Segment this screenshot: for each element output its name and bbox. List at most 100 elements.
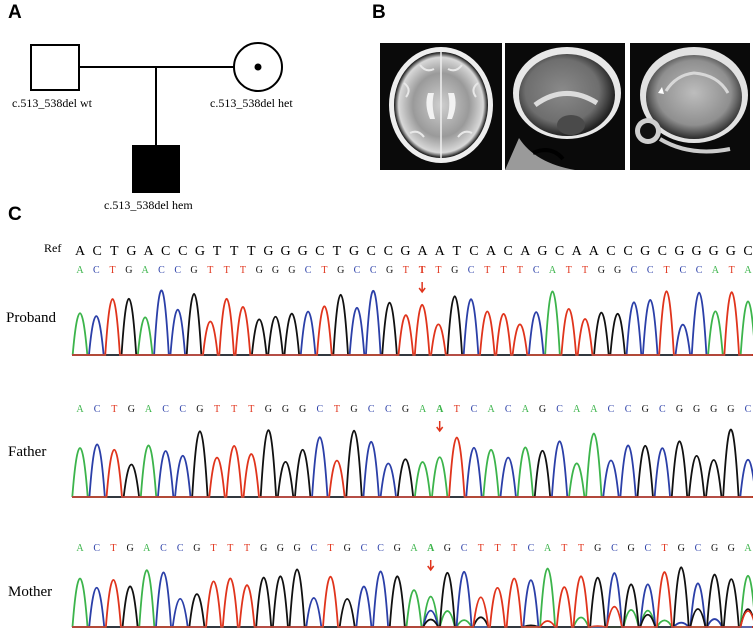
ref-sequence-base: C <box>606 244 615 259</box>
ref-sequence-base: C <box>178 244 187 259</box>
row-2-sequence-base: T <box>327 543 333 554</box>
row-2-sequence-base: T <box>478 543 484 554</box>
row-2-sequence-base: T <box>227 543 233 554</box>
panel-label-c: C <box>8 204 22 225</box>
row-1-sequence-base: G <box>710 404 717 415</box>
ref-sequence-base: G <box>537 244 547 259</box>
row-0-sequence-base: G <box>272 265 279 276</box>
panel-label-a: A <box>8 2 22 23</box>
row-2-sequence-base: G <box>444 543 451 554</box>
father-label: c.513_538del wt <box>12 96 92 110</box>
row-0-sequence-base: G <box>337 265 344 276</box>
row-2-sequence-base: G <box>293 543 300 554</box>
ref-sequence-base: A <box>418 244 429 259</box>
row-0-sequence-base: C <box>631 265 638 276</box>
row-2-sequence-base: C <box>695 543 702 554</box>
ref-sequence-base: G <box>280 244 290 259</box>
row-2-sequence-base: A <box>427 543 435 554</box>
row-0-sequence-base: G <box>451 265 458 276</box>
row-0-sequence-base: C <box>468 265 475 276</box>
ref-sequence-base: G <box>709 244 719 259</box>
ref-sequence-base: T <box>333 244 342 259</box>
row-1-sequence-base: G <box>128 404 135 415</box>
row-0-sequence-base: C <box>533 265 540 276</box>
row-1-sequence-base: C <box>471 404 478 415</box>
ref-sequence-base: G <box>726 244 736 259</box>
row-0-sequence-base: T <box>403 265 409 276</box>
row-1-sequence-base: C <box>505 404 512 415</box>
row-2-sequence-base: C <box>611 543 618 554</box>
row-0-sequence-base: A <box>142 265 150 276</box>
row-1-sequence-base: A <box>590 404 598 415</box>
ref-sequence-base: C <box>92 244 101 259</box>
row-0-sequence-base: T <box>419 265 426 276</box>
row-2-sequence-base: G <box>126 543 133 554</box>
ref-sequence-base: A <box>589 244 600 259</box>
row-1-sequence-base: C <box>385 404 392 415</box>
trace-G <box>72 428 753 498</box>
ref-sequence-base: G <box>640 244 650 259</box>
ref-sequence-base: T <box>110 244 119 259</box>
row-1-sequence-base: C <box>368 404 375 415</box>
row-label-mother: Mother <box>8 584 53 600</box>
variant-arrow-icon <box>427 560 435 572</box>
ref-label: Ref <box>44 241 62 255</box>
row-2-sequence-base: G <box>260 543 267 554</box>
row-1-sequence-base: G <box>642 404 649 415</box>
row-0-sequence-base: C <box>679 265 686 276</box>
row-0-sequence-base: T <box>663 265 669 276</box>
variant-arrow-icon <box>436 421 444 433</box>
row-2-sequence-base: G <box>627 543 634 554</box>
row-0-sequence-base: C <box>354 265 361 276</box>
proband-label: c.513_538del hem <box>104 198 193 212</box>
row-2-sequence-base: T <box>561 543 567 554</box>
row-0-sequence-base: G <box>598 265 605 276</box>
ref-sequence-base: G <box>692 244 702 259</box>
ref-sequence-base: T <box>230 244 239 259</box>
ref-sequence-base: G <box>674 244 684 259</box>
row-1-sequence-base: A <box>145 404 153 415</box>
row-2-sequence-base: G <box>277 543 284 554</box>
row-0-sequence-base: G <box>386 265 393 276</box>
row-0-sequence-base: C <box>370 265 377 276</box>
mri-axial-image <box>380 43 502 170</box>
row-2-sequence-base: G <box>678 543 685 554</box>
ref-sequence-base: C <box>315 244 324 259</box>
row-1-sequence-base: T <box>248 404 254 415</box>
ref-sequence-base: A <box>486 244 497 259</box>
ref-sequence-base: G <box>298 244 308 259</box>
row-1-sequence-base: G <box>693 404 700 415</box>
mri-arrow-icon <box>658 87 664 94</box>
ref-sequence-base: T <box>453 244 462 259</box>
ref-sequence-base: A <box>75 244 86 259</box>
row-1-sequence-base: C <box>745 404 752 415</box>
row-0-sequence-base: T <box>484 265 490 276</box>
row-0-sequence-base: T <box>566 265 572 276</box>
row-0-sequence-base: C <box>647 265 654 276</box>
row-1-sequence-base: C <box>316 404 323 415</box>
ref-sequence-base: C <box>504 244 513 259</box>
row-0-sequence-base: A <box>76 265 84 276</box>
row-2-sequence-base: A <box>544 543 552 554</box>
row-2-sequence-base: G <box>594 543 601 554</box>
row-0-sequence-base: C <box>696 265 703 276</box>
row-1-sequence-base: C <box>608 404 615 415</box>
row-2-sequence-base: C <box>377 543 384 554</box>
row-1-sequence-base: G <box>676 404 683 415</box>
row-2-sequence-base: T <box>494 543 500 554</box>
row-2-sequence-base: A <box>76 543 84 554</box>
row-2-sequence-base: T <box>244 543 250 554</box>
row-1-sequence-base: C <box>162 404 169 415</box>
row-2-sequence-base: C <box>310 543 317 554</box>
row-2-sequence-base: C <box>528 543 535 554</box>
row-2-sequence-base: C <box>93 543 100 554</box>
mri-sagittal-image-1 <box>505 43 625 170</box>
row-1-sequence-base: G <box>402 404 409 415</box>
row-0-sequence-base: T <box>321 265 327 276</box>
row-0-sequence-base: T <box>435 265 441 276</box>
ref-sequence-base: C <box>469 244 478 259</box>
row-2-sequence-base: T <box>578 543 584 554</box>
ref-sequence-base: C <box>161 244 170 259</box>
row-2-sequence-base: A <box>744 543 752 554</box>
row-1-sequence-base: G <box>539 404 546 415</box>
